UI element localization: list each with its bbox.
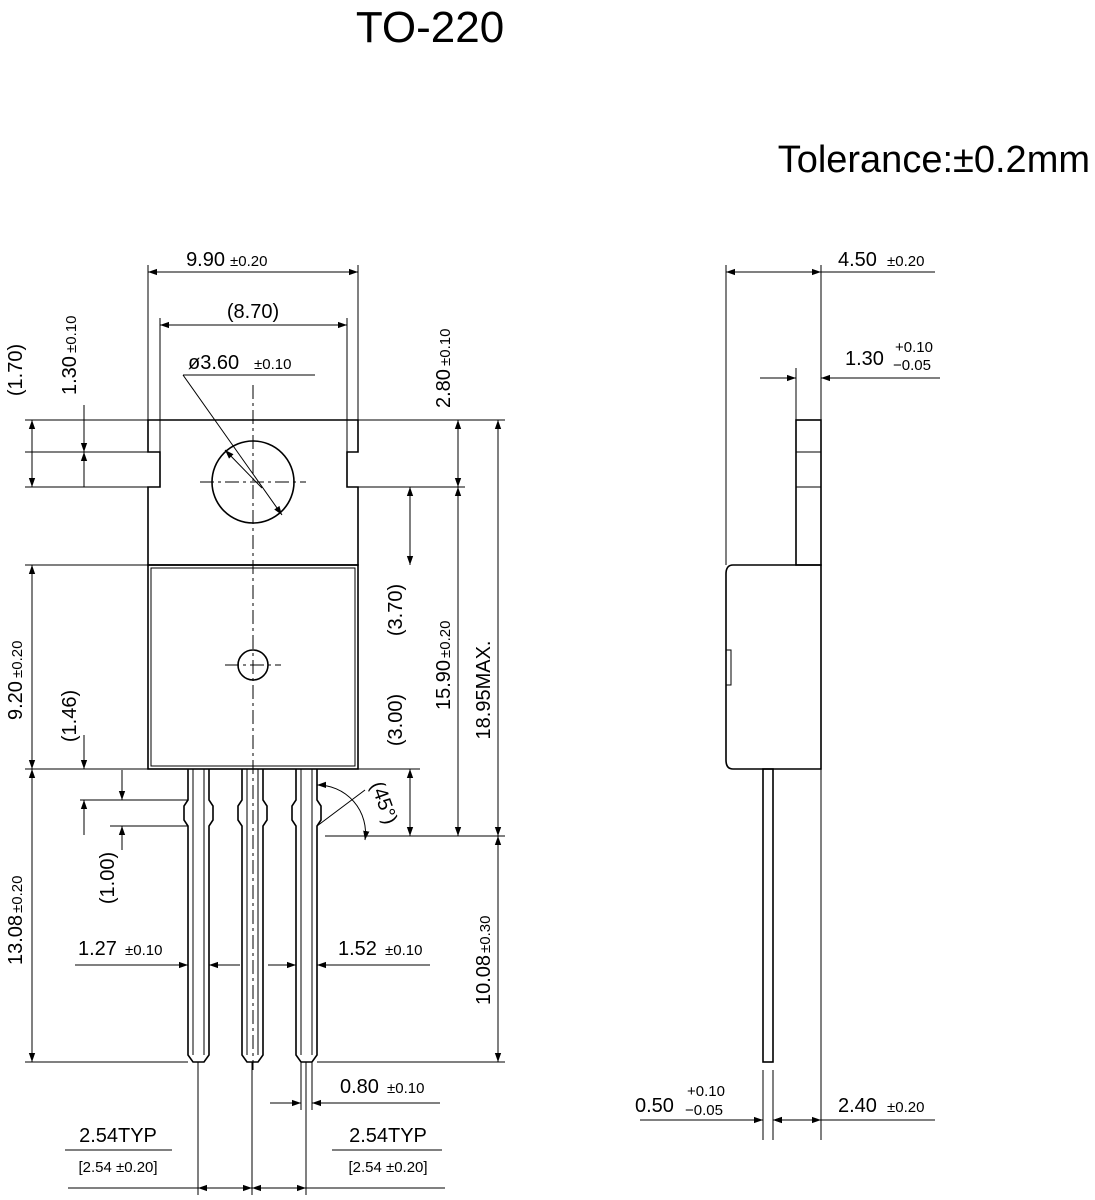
dim-1-46: (1.46) — [59, 690, 81, 742]
side-lead — [762, 768, 774, 1063]
dim-1-00: (1.00) — [97, 852, 119, 904]
dim-15-90: 15.90 ±0.20 — [433, 621, 455, 710]
dim-2-40: 2.40 ±0.20 — [838, 1095, 924, 1117]
dim-2-54-right: 2.54TYP [2.54 ±0.20] — [332, 1125, 442, 1176]
svg-text:13.08: 13.08 — [5, 915, 27, 965]
dim-13-08: 13.08 ±0.20 — [5, 876, 27, 965]
dim-1-52: 1.52 ±0.10 — [338, 938, 422, 960]
side-body — [725, 564, 822, 770]
svg-text:0.50: 0.50 — [635, 1095, 674, 1117]
svg-text:[2.54 ±0.20]: [2.54 ±0.20] — [78, 1159, 157, 1176]
svg-text:±0.10: ±0.10 — [387, 1080, 424, 1097]
svg-text:10.08: 10.08 — [473, 955, 495, 1005]
lead-1 — [183, 769, 214, 1063]
svg-text:±0.20: ±0.20 — [887, 253, 924, 270]
svg-text:−0.05: −0.05 — [893, 357, 931, 374]
svg-text:0.80: 0.80 — [340, 1076, 379, 1098]
tolerance-note: Tolerance:±0.2mm — [778, 139, 1090, 181]
side-tab — [795, 419, 822, 566]
svg-text:1.27: 1.27 — [78, 938, 117, 960]
dim-1-27: 1.27 ±0.10 — [78, 938, 162, 960]
dim-3-60-diameter: ø3.60 ±0.10 — [188, 352, 291, 374]
dim-2-80: 2.80 ±0.10 — [433, 329, 455, 408]
dim-9-90: 9.90 ±0.20 — [186, 249, 267, 271]
dim-9-20: 9.20 ±0.20 — [5, 641, 27, 720]
svg-text:2.40: 2.40 — [838, 1095, 877, 1117]
side-view: 4.50 ±0.20 1.30 +0.10 −0.05 0.50 +0.10 −… — [635, 249, 940, 1140]
svg-text:+0.10: +0.10 — [895, 339, 933, 356]
svg-text:9.90: 9.90 — [186, 249, 225, 271]
drawing-title: TO-220 — [356, 3, 504, 52]
svg-text:±0.10: ±0.10 — [125, 942, 162, 959]
svg-text:+0.10: +0.10 — [687, 1083, 725, 1100]
dim-3-70: (3.70) — [385, 584, 407, 636]
svg-text:1.30: 1.30 — [845, 348, 884, 370]
dim-2-54-left: 2.54TYP [2.54 ±0.20] — [65, 1125, 172, 1176]
lead-3 — [291, 769, 322, 1063]
dim-1-30: 1.30 ±0.10 — [59, 316, 81, 395]
svg-text:[2.54 ±0.20]: [2.54 ±0.20] — [348, 1159, 427, 1176]
dim-18-95-max: 18.95MAX. — [473, 641, 495, 740]
svg-text:±0.20: ±0.20 — [437, 621, 454, 658]
svg-text:ø3.60: ø3.60 — [188, 352, 239, 374]
svg-text:−0.05: −0.05 — [685, 1102, 723, 1119]
svg-text:±0.30: ±0.30 — [477, 916, 494, 953]
dim-0-80: 0.80 ±0.10 — [340, 1076, 424, 1098]
svg-text:±0.20: ±0.20 — [9, 876, 26, 913]
front-view: 9.90 ±0.20 (8.70) ø3.60 ±0.10 (1.70) 1.3… — [5, 249, 505, 1195]
dim-45-degrees: (45°) — [366, 779, 402, 827]
dim-10-08: 10.08 ±0.30 — [473, 916, 495, 1005]
svg-text:9.20: 9.20 — [5, 681, 27, 720]
svg-text:±0.10: ±0.10 — [63, 316, 80, 353]
dim-1-70: (1.70) — [5, 344, 27, 396]
svg-text:15.90: 15.90 — [433, 660, 455, 710]
svg-text:2.54TYP: 2.54TYP — [79, 1125, 157, 1147]
svg-text:1.30: 1.30 — [59, 356, 81, 395]
svg-text:2.80: 2.80 — [433, 369, 455, 408]
svg-text:2.54TYP: 2.54TYP — [349, 1125, 427, 1147]
dim-3-00: (3.00) — [385, 694, 407, 746]
dim-0-50-lead: 0.50 +0.10 −0.05 — [635, 1083, 725, 1119]
svg-text:±0.20: ±0.20 — [9, 641, 26, 678]
svg-text:1.52: 1.52 — [338, 938, 377, 960]
svg-text:±0.10: ±0.10 — [437, 329, 454, 366]
dim-8-70: (8.70) — [227, 301, 279, 323]
dim-4-50: 4.50 ±0.20 — [838, 249, 924, 271]
svg-text:±0.20: ±0.20 — [887, 1099, 924, 1116]
svg-text:±0.10: ±0.10 — [385, 942, 422, 959]
svg-text:4.50: 4.50 — [838, 249, 877, 271]
svg-text:±0.20: ±0.20 — [230, 253, 267, 270]
dim-1-30-side: 1.30 +0.10 −0.05 — [845, 339, 933, 374]
svg-text:±0.10: ±0.10 — [254, 356, 291, 373]
